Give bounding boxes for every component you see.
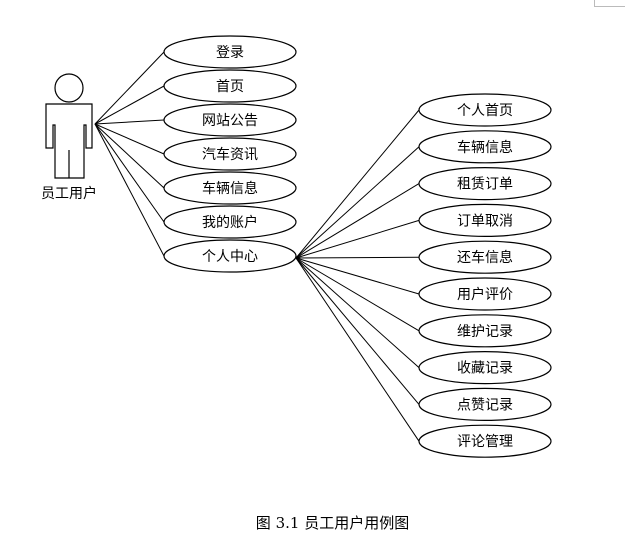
association-line-uc-vehicle-info xyxy=(295,146,420,259)
use-case-uc-notice: 网站公告 xyxy=(163,103,297,137)
use-case-uc-home: 首页 xyxy=(163,69,297,103)
use-case-ellipse xyxy=(163,103,297,137)
association-line-uc-likes xyxy=(295,257,420,405)
association-line-uc-maintenance xyxy=(295,257,420,332)
association-line-uc-return xyxy=(295,256,420,259)
use-case-uc-favorites: 收藏记录 xyxy=(418,351,552,385)
use-case-ellipse xyxy=(163,35,297,69)
association-line-uc-favorites xyxy=(295,257,420,368)
use-case-uc-center: 个人中心 xyxy=(163,239,297,273)
page-corner-mark xyxy=(594,0,625,7)
use-case-label: 首页 xyxy=(216,79,244,95)
use-case-uc-review: 用户评价 xyxy=(418,277,552,311)
use-case-ellipse xyxy=(418,277,552,311)
use-case-uc-order-cancel: 订单取消 xyxy=(418,203,552,237)
use-case-uc-login: 登录 xyxy=(163,35,297,69)
actor-head xyxy=(54,73,84,103)
use-case-ellipse xyxy=(418,314,552,348)
use-case-label: 个人首页 xyxy=(457,103,513,119)
use-case-ellipse xyxy=(418,203,552,237)
association-line-uc-vehicle xyxy=(94,123,165,189)
use-case-label: 汽车资讯 xyxy=(202,146,258,163)
use-case-uc-account: 我的账户 xyxy=(163,205,297,239)
figure-caption: 图 3.1 员工用户用例图 xyxy=(255,514,410,532)
association-line-uc-account xyxy=(94,123,165,223)
association-line-uc-review-manage xyxy=(295,257,420,442)
use-case-uc-vehicle: 车辆信息 xyxy=(163,171,297,205)
use-case-label: 评论管理 xyxy=(457,434,513,450)
use-case-uc-news: 汽车资讯 xyxy=(163,137,297,171)
use-case-label: 还车信息 xyxy=(457,249,513,266)
use-case-uc-vehicle-info: 车辆信息 xyxy=(418,130,552,164)
association-line-uc-notice xyxy=(94,119,165,125)
use-case-label: 维护记录 xyxy=(457,324,513,340)
use-case-label: 个人中心 xyxy=(202,249,258,265)
association-line-uc-login xyxy=(94,51,165,125)
actor-figure xyxy=(45,73,93,179)
use-case-label: 租赁订单 xyxy=(457,177,513,193)
use-case-uc-review-manage: 评论管理 xyxy=(418,424,552,458)
association-line-uc-order-cancel xyxy=(295,219,420,259)
use-case-label: 用户评价 xyxy=(457,286,513,303)
association-line-uc-rent-order xyxy=(295,183,420,259)
use-case-ellipse xyxy=(418,424,552,458)
use-case-label: 收藏记录 xyxy=(457,361,513,377)
actor-body xyxy=(45,103,93,179)
use-case-label: 点赞记录 xyxy=(457,397,513,413)
use-case-label: 车辆信息 xyxy=(202,180,258,197)
use-case-uc-maintenance: 维护记录 xyxy=(418,314,552,348)
use-case-label: 网站公告 xyxy=(202,113,258,129)
use-case-label: 登录 xyxy=(216,45,244,61)
use-case-ellipse xyxy=(163,69,297,103)
use-case-label: 车辆信息 xyxy=(457,139,513,156)
use-case-uc-likes: 点赞记录 xyxy=(418,387,552,421)
use-case-uc-personal-home: 个人首页 xyxy=(418,93,552,127)
actor-label: 员工用户 xyxy=(41,185,97,202)
use-case-uc-return: 还车信息 xyxy=(418,240,552,274)
use-case-ellipse xyxy=(163,137,297,171)
use-case-ellipse xyxy=(163,239,297,273)
use-case-ellipse xyxy=(418,167,552,201)
association-line-uc-personal-home xyxy=(295,109,420,259)
use-case-ellipse xyxy=(418,130,552,164)
use-case-ellipse xyxy=(418,387,552,421)
use-case-label: 订单取消 xyxy=(457,213,513,229)
association-line-uc-home xyxy=(94,85,165,125)
use-case-label: 我的账户 xyxy=(202,214,258,231)
use-case-ellipse xyxy=(163,205,297,239)
association-line-uc-news xyxy=(94,123,165,155)
use-case-ellipse xyxy=(418,93,552,127)
use-case-ellipse xyxy=(418,240,552,274)
association-line-uc-review xyxy=(295,257,420,295)
use-case-ellipse xyxy=(418,351,552,385)
use-case-uc-rent-order: 租赁订单 xyxy=(418,167,552,201)
association-line-uc-center xyxy=(94,123,165,257)
use-case-ellipse xyxy=(163,171,297,205)
